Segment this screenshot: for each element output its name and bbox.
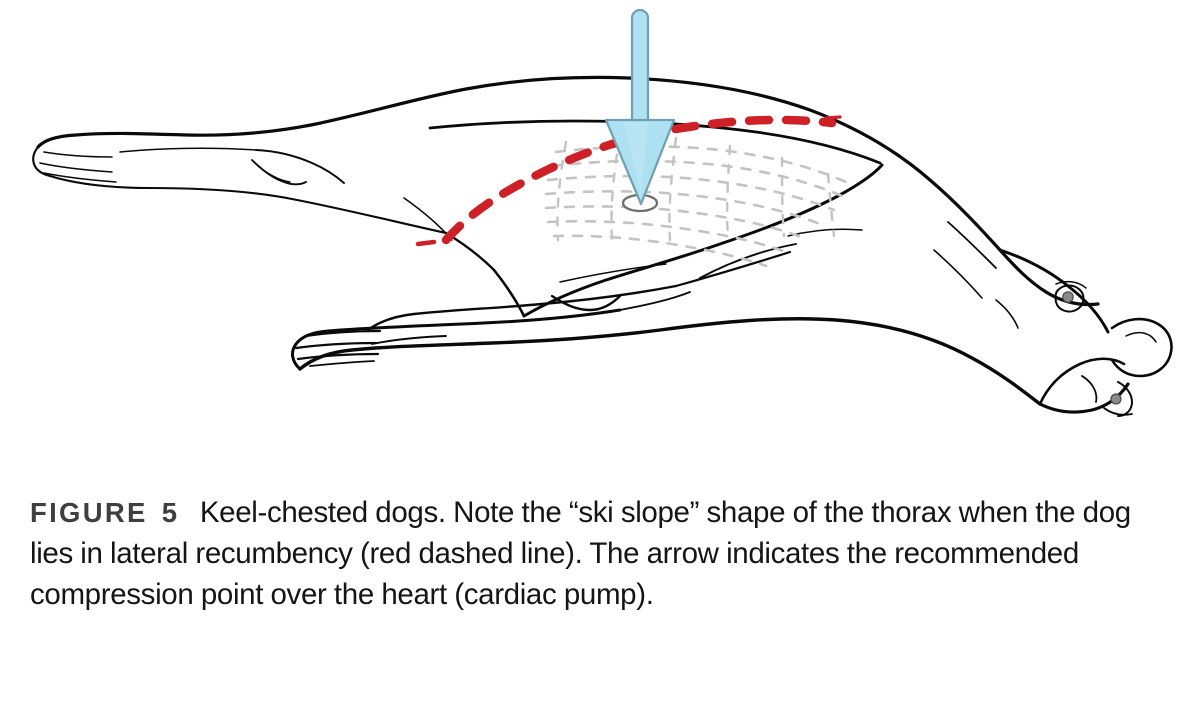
rib-vert-5 (780, 156, 786, 238)
rib-dash-6 (546, 219, 788, 254)
eye-outline (1054, 284, 1085, 313)
figure-caption-spacer (178, 496, 200, 529)
rib-dash-4 (544, 190, 822, 226)
figure-label: FIGURE (30, 497, 148, 528)
ear-inner (1125, 331, 1157, 343)
rib-vert-4 (725, 144, 732, 240)
forepaw-toe-1 (304, 329, 382, 338)
caption-paragraph: FIGURE 5 Keel-chested dogs. Note the “ski… (30, 492, 1160, 615)
rib-dash-7 (552, 234, 768, 268)
hock-fold-inner (257, 165, 291, 183)
hind-limb-inner-line (119, 147, 257, 153)
hock-fold (251, 159, 307, 186)
eye-pupil (1062, 291, 1074, 303)
ski-slope-dash-end (824, 115, 842, 120)
forepaw-toe-2 (294, 341, 378, 350)
jaw-contour (1038, 382, 1130, 414)
hind-limb-upper-edge (32, 145, 52, 178)
flank-lower-line (492, 268, 526, 318)
rib-vert-3 (668, 136, 678, 242)
nostril (1110, 393, 1122, 405)
skull-contour (998, 248, 1110, 334)
hind-paw-toe-1 (43, 151, 113, 158)
rib-vert-6 (826, 172, 836, 238)
ski-slope-dash-tail (415, 239, 437, 247)
compression-arrow-head-highlight (624, 122, 648, 195)
shoulder-crease (699, 243, 797, 279)
figure-caption: FIGURE 5 Keel-chested dogs. Note the “ski… (30, 492, 1160, 615)
forepaw-toe-4 (309, 360, 375, 367)
compression-arrow (604, 8, 676, 206)
upper-foreleg-line (674, 250, 792, 288)
muzzle-detail (1081, 375, 1098, 403)
mouth-line (1103, 407, 1133, 416)
sternum-notch (550, 294, 622, 312)
forepaw-toe-3 (296, 352, 380, 361)
ear (1110, 317, 1173, 378)
neck-fold-upper (947, 221, 997, 269)
hind-paw-toe-2 (39, 162, 113, 173)
rib-dash-2 (550, 159, 844, 198)
eye-brow (1055, 280, 1087, 289)
thigh-contour (444, 231, 496, 272)
elbow-crease (619, 291, 691, 311)
rib-hatching (544, 145, 848, 268)
rib-dash-1 (554, 145, 848, 184)
neck-fold-lower (933, 249, 983, 299)
ski-slope-line (415, 115, 842, 247)
figure-number: 5 (161, 497, 178, 528)
keel-lower-ridge (522, 163, 884, 318)
dorsal-contour (36, 75, 1002, 252)
figure-caption-text: Keel-chested dogs. Note the “ski slope” … (30, 496, 1131, 611)
hind-limb-far-edge (255, 149, 345, 184)
forelimb-upper-edge (291, 308, 622, 371)
cheek-line (995, 299, 1019, 329)
dog-illustration-svg (32, 8, 1173, 417)
ventral-contour (298, 317, 1042, 406)
rib-hatching-vertical (556, 134, 836, 242)
rib-dash-3 (546, 174, 836, 212)
rib-dash-5 (544, 205, 806, 240)
dog-illustration (32, 8, 1173, 417)
compression-arrow-shaft (630, 8, 650, 124)
rib-vert-1 (556, 140, 568, 242)
hind-paw-toe-3 (43, 172, 117, 183)
forelimb-second-edge (366, 284, 678, 332)
forelimb-second-lower (371, 335, 447, 345)
ski-slope-dashed-curve (441, 115, 837, 245)
hind-limb-lower-edge (48, 174, 448, 235)
dog-body-outline (32, 75, 1173, 417)
